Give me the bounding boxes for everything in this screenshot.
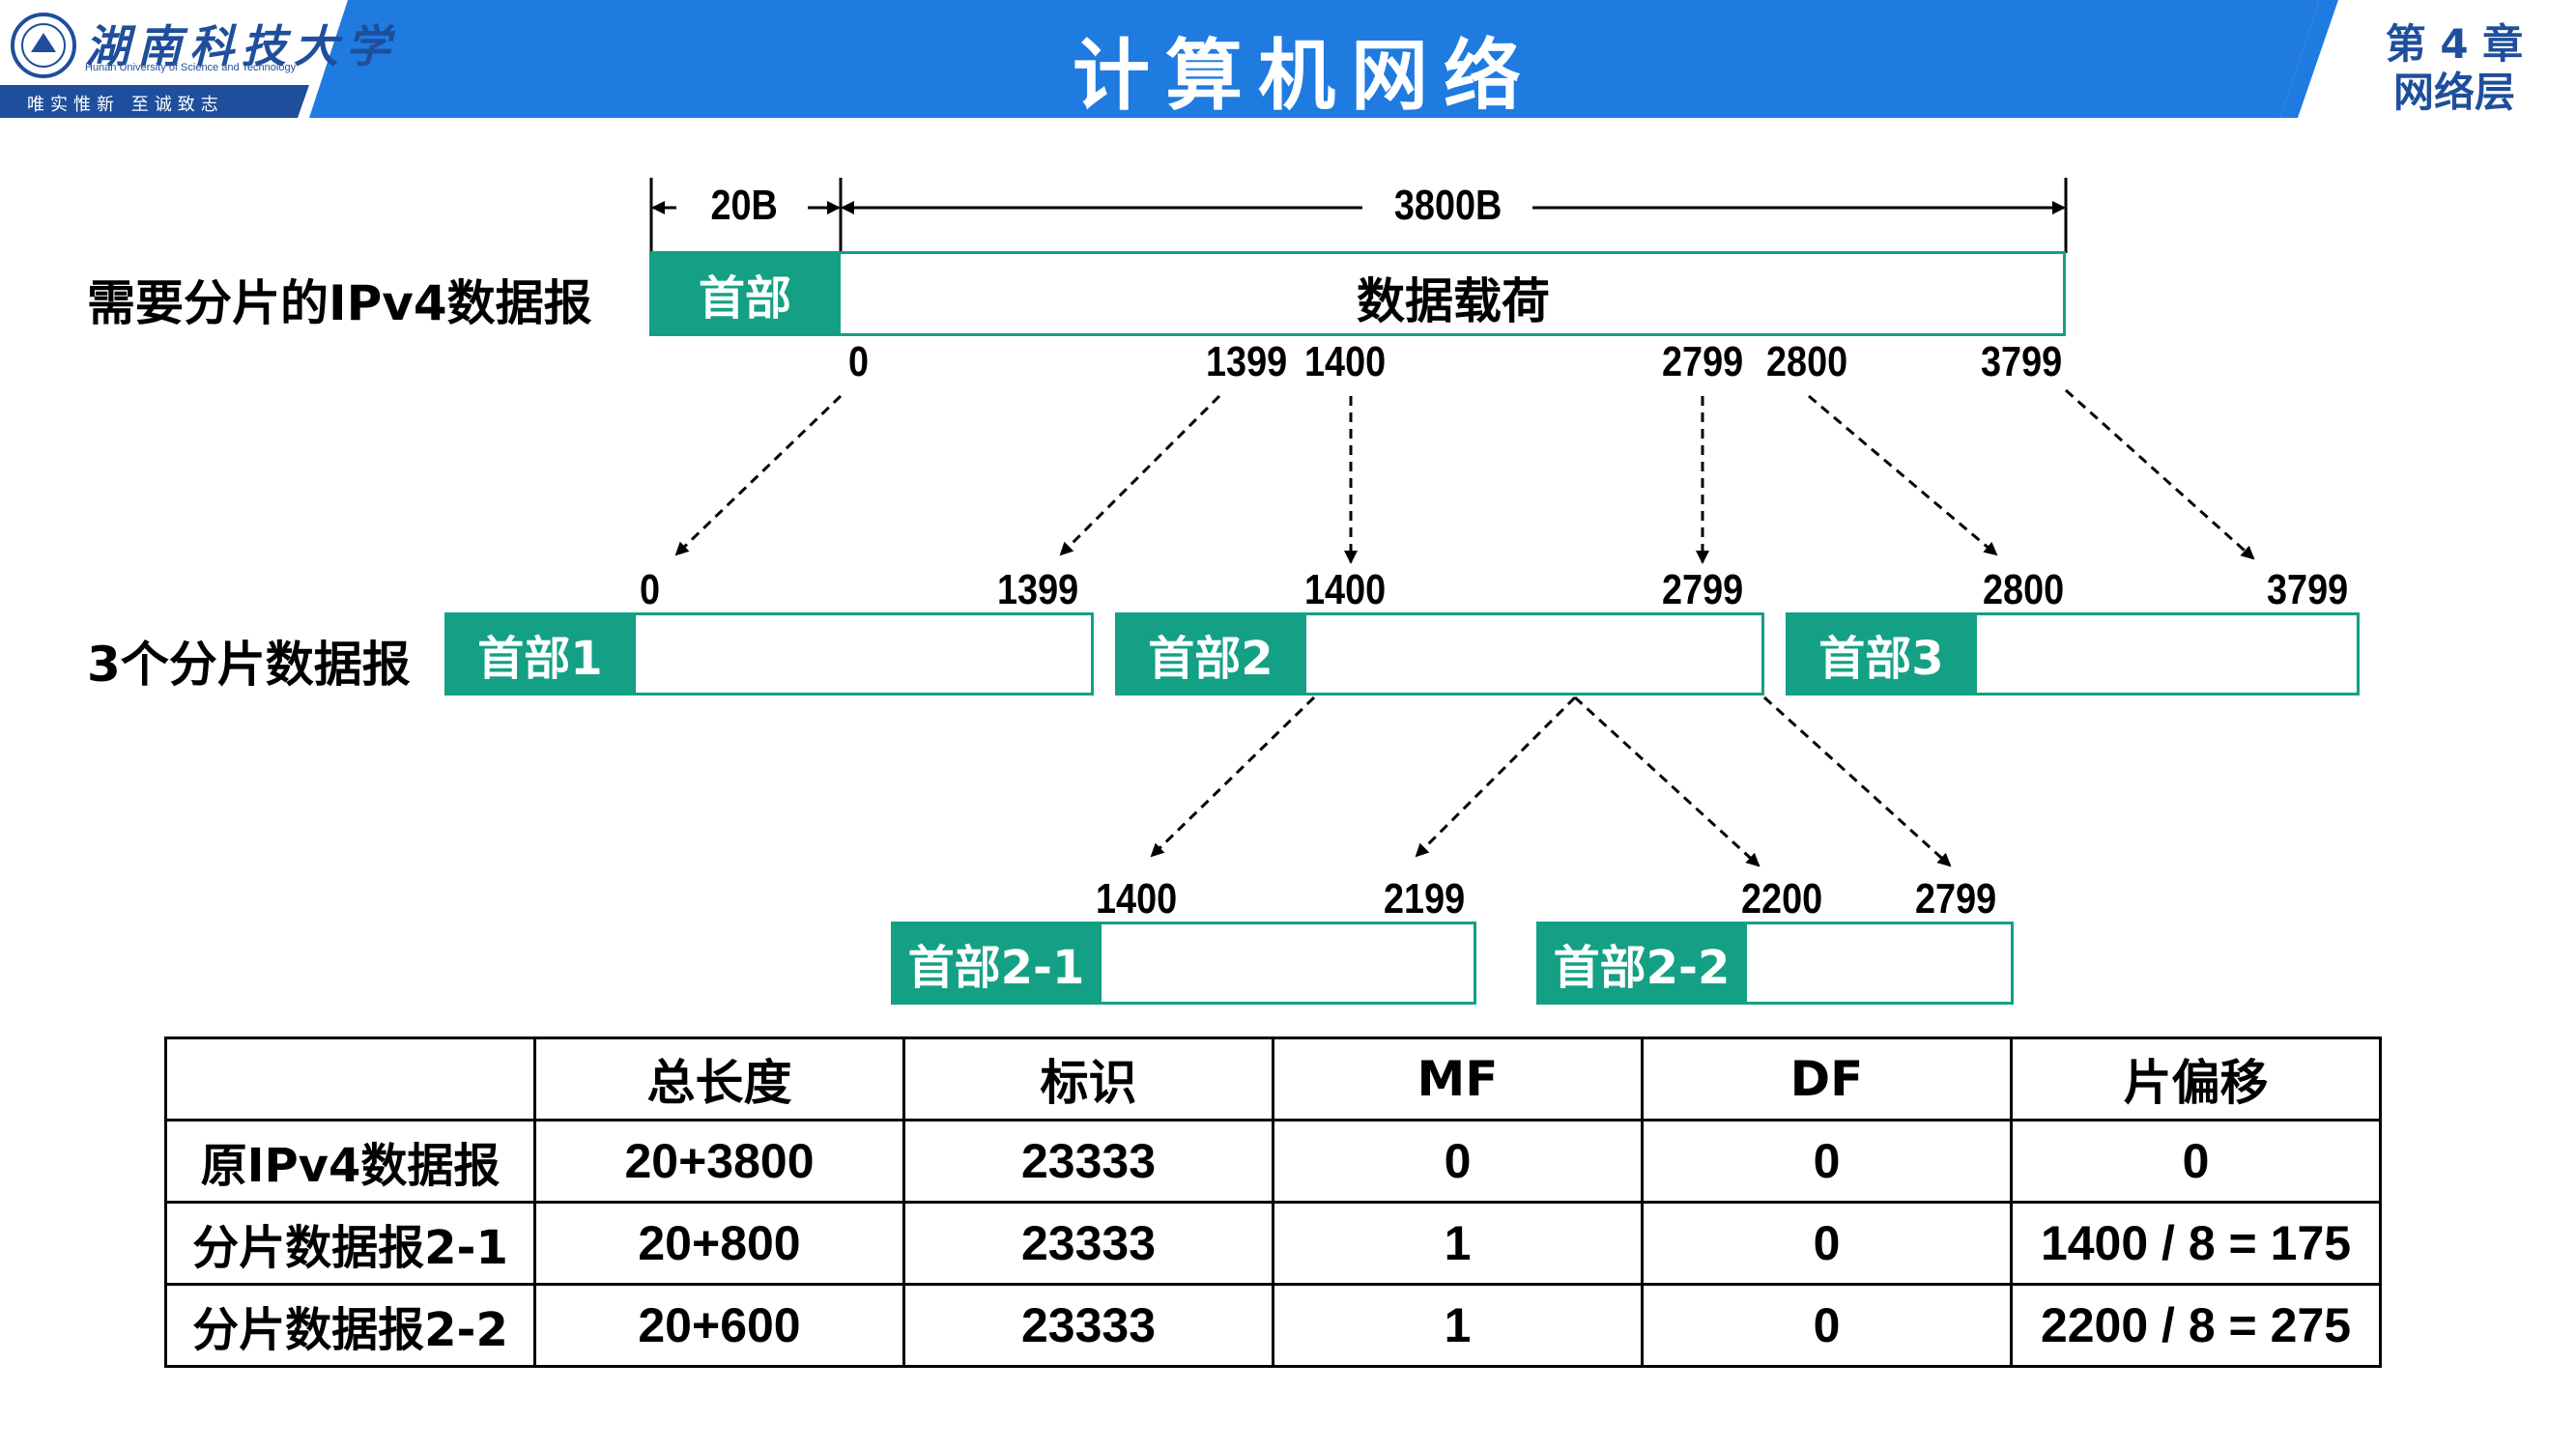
fragment-start: 2800 [1983, 566, 2065, 613]
table-cell: 1 [1272, 1201, 1644, 1286]
university-name: 湖南科技大学 [85, 20, 398, 72]
table-cell: 0 [1641, 1119, 2013, 1204]
subfragment-end: 2799 [1915, 875, 1997, 923]
table-header-cell: 片偏移 [2010, 1036, 2382, 1121]
university-motto: 唯实惟新 至诚致志 [27, 95, 224, 115]
header-size-label: 20B [707, 182, 782, 230]
subfragment-mapping-arrows [1150, 696, 1952, 867]
fragment-end: 2799 [1662, 566, 1744, 613]
fragment-end: 1399 [997, 566, 1079, 613]
fragment-end: 3799 [2267, 566, 2349, 613]
table-cell: 0 [1641, 1283, 2013, 1368]
dimension-lines [649, 178, 2068, 253]
payload-size-label: 3800B [1388, 182, 1509, 230]
fragment-mapping-arrows [674, 388, 2255, 564]
table-header-cell: MF [1272, 1036, 1644, 1121]
table-header-cell [164, 1036, 536, 1121]
university-logo-icon [11, 13, 76, 78]
table-row: 分片数据报2-2 20+600 23333 1 0 2200 / 8 = 275 [164, 1283, 2382, 1368]
fragment-header-2: 首部2 [1115, 612, 1306, 696]
table-cell: 分片数据报2-2 [164, 1283, 536, 1368]
offset-label: 0 [848, 338, 870, 385]
table-header-cell: DF [1641, 1036, 2013, 1121]
fragments-label: 3个分片数据报 [87, 637, 411, 693]
subfragment-header-1: 首部2-1 [891, 922, 1102, 1005]
subfragment-start: 2200 [1741, 875, 1823, 923]
offset-label: 2800 [1766, 338, 1848, 385]
original-payload-label: 数据载荷 [1357, 273, 1550, 329]
table-header-cell: 总长度 [533, 1036, 905, 1121]
table-cell: 2200 / 8 = 275 [2010, 1283, 2382, 1368]
table-cell: 23333 [902, 1283, 1274, 1368]
fragment-start: 0 [640, 566, 661, 613]
table-cell: 0 [1641, 1201, 2013, 1286]
fragment-start: 1400 [1304, 566, 1387, 613]
offset-label: 2799 [1662, 338, 1744, 385]
slide-header: 湖南科技大学 Hunan University of Science and T… [0, 0, 2576, 121]
subfragment-header-2: 首部2-2 [1536, 922, 1747, 1005]
table-cell: 1 [1272, 1283, 1644, 1368]
original-datagram-box [649, 251, 2066, 336]
offset-label: 3799 [1981, 338, 2063, 385]
offset-label: 1400 [1304, 338, 1387, 385]
course-title: 计算机网络 [1073, 31, 1536, 121]
fragment-header-3: 首部3 [1786, 612, 1977, 696]
chapter-number: 第 4 章 [2385, 20, 2524, 68]
chapter-name: 网络层 [2392, 69, 2515, 116]
offset-label: 1399 [1206, 338, 1288, 385]
table-cell: 23333 [902, 1201, 1274, 1286]
table-cell: 0 [1272, 1119, 1644, 1204]
table-cell: 分片数据报2-1 [164, 1201, 536, 1286]
header-background [0, 0, 2576, 118]
university-name-en: Hunan University of Science and Technolo… [85, 62, 297, 73]
table-cell: 0 [2010, 1119, 2382, 1204]
subfragment-end: 2199 [1384, 875, 1466, 923]
table-cell: 20+3800 [533, 1119, 905, 1204]
table-cell: 20+600 [533, 1283, 905, 1368]
table-cell: 23333 [902, 1119, 1274, 1204]
subfragment-start: 1400 [1096, 875, 1178, 923]
table-header-cell: 标识 [902, 1036, 1274, 1121]
fragment-fields-table: 总长度 标识 MF DF 片偏移 原IPv4数据报 20+3800 23333 … [164, 1036, 2382, 1368]
original-header-block: 首部 [649, 251, 841, 336]
table-row: 原IPv4数据报 20+3800 23333 0 0 0 [164, 1119, 2382, 1204]
original-datagram-label: 需要分片的IPv4数据报 [87, 275, 592, 331]
table-cell: 20+800 [533, 1201, 905, 1286]
table-header-row: 总长度 标识 MF DF 片偏移 [164, 1036, 2382, 1121]
table-cell: 原IPv4数据报 [164, 1119, 536, 1204]
table-row: 分片数据报2-1 20+800 23333 1 0 1400 / 8 = 175 [164, 1201, 2382, 1286]
fragment-header-1: 首部1 [444, 612, 636, 696]
table-cell: 1400 / 8 = 175 [2010, 1201, 2382, 1286]
